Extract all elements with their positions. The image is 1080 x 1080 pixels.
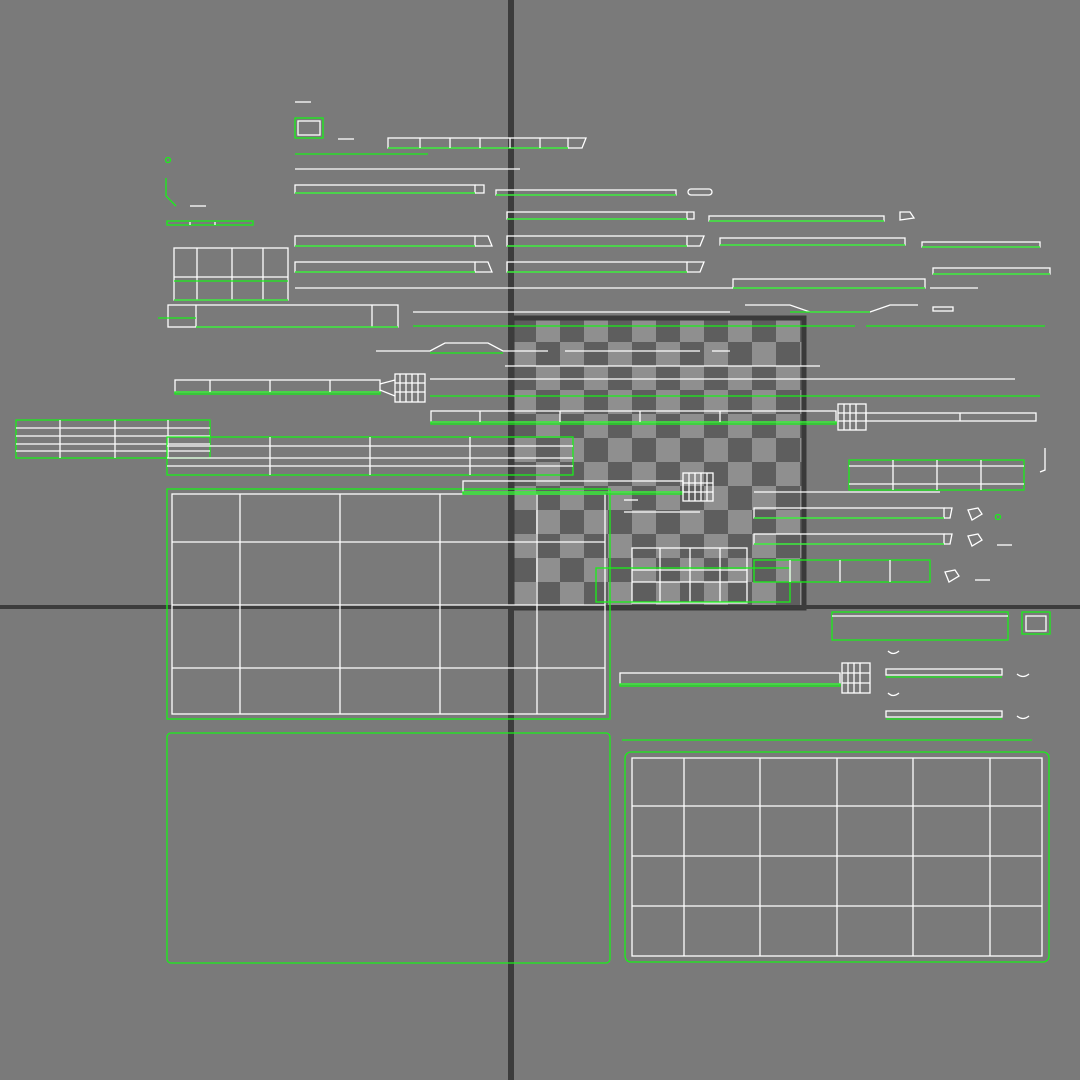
uv-shell-right-grid[interactable]: [848, 459, 1025, 491]
uv-shell-strip-c[interactable]: [506, 211, 916, 222]
uv-shell-large-grid-right[interactable]: [622, 739, 1050, 963]
uv-shell-group[interactable]: [15, 101, 1051, 964]
uv-shell-top-pieces[interactable]: [164, 101, 355, 226]
uv-shell-strip-b[interactable]: [294, 184, 713, 196]
uv-shell-rod-3[interactable]: [462, 472, 714, 502]
uv-shell-long-strip[interactable]: [158, 304, 399, 328]
uv-shell-wide-strip[interactable]: [166, 436, 574, 476]
uv-shell-large-grid-left[interactable]: [166, 488, 611, 720]
uv-shell-rod-4[interactable]: [619, 662, 871, 694]
uv-shell-side-strip[interactable]: [15, 419, 211, 459]
uv-shell-rod-1[interactable]: [174, 373, 426, 403]
uv-shell-right-panels[interactable]: [831, 611, 1051, 720]
uv-shell-strip-e[interactable]: [294, 261, 1051, 275]
uv-shell-right-strips[interactable]: [624, 448, 1046, 583]
uv-shell-strip-d[interactable]: [294, 235, 1041, 248]
uv-shell-strip-f[interactable]: [295, 278, 978, 313]
uv-texture-tile: [509, 315, 807, 611]
uv-shell-strip-a[interactable]: [295, 137, 587, 170]
uv-shell-flat-panel[interactable]: [166, 732, 611, 964]
uv-shell-cluster-bottom[interactable]: [595, 547, 931, 604]
uv-shell-long-lines[interactable]: [376, 311, 1045, 397]
uv-shell-small-grid[interactable]: [173, 247, 289, 301]
uv-shell-rod-2[interactable]: [430, 403, 1037, 431]
